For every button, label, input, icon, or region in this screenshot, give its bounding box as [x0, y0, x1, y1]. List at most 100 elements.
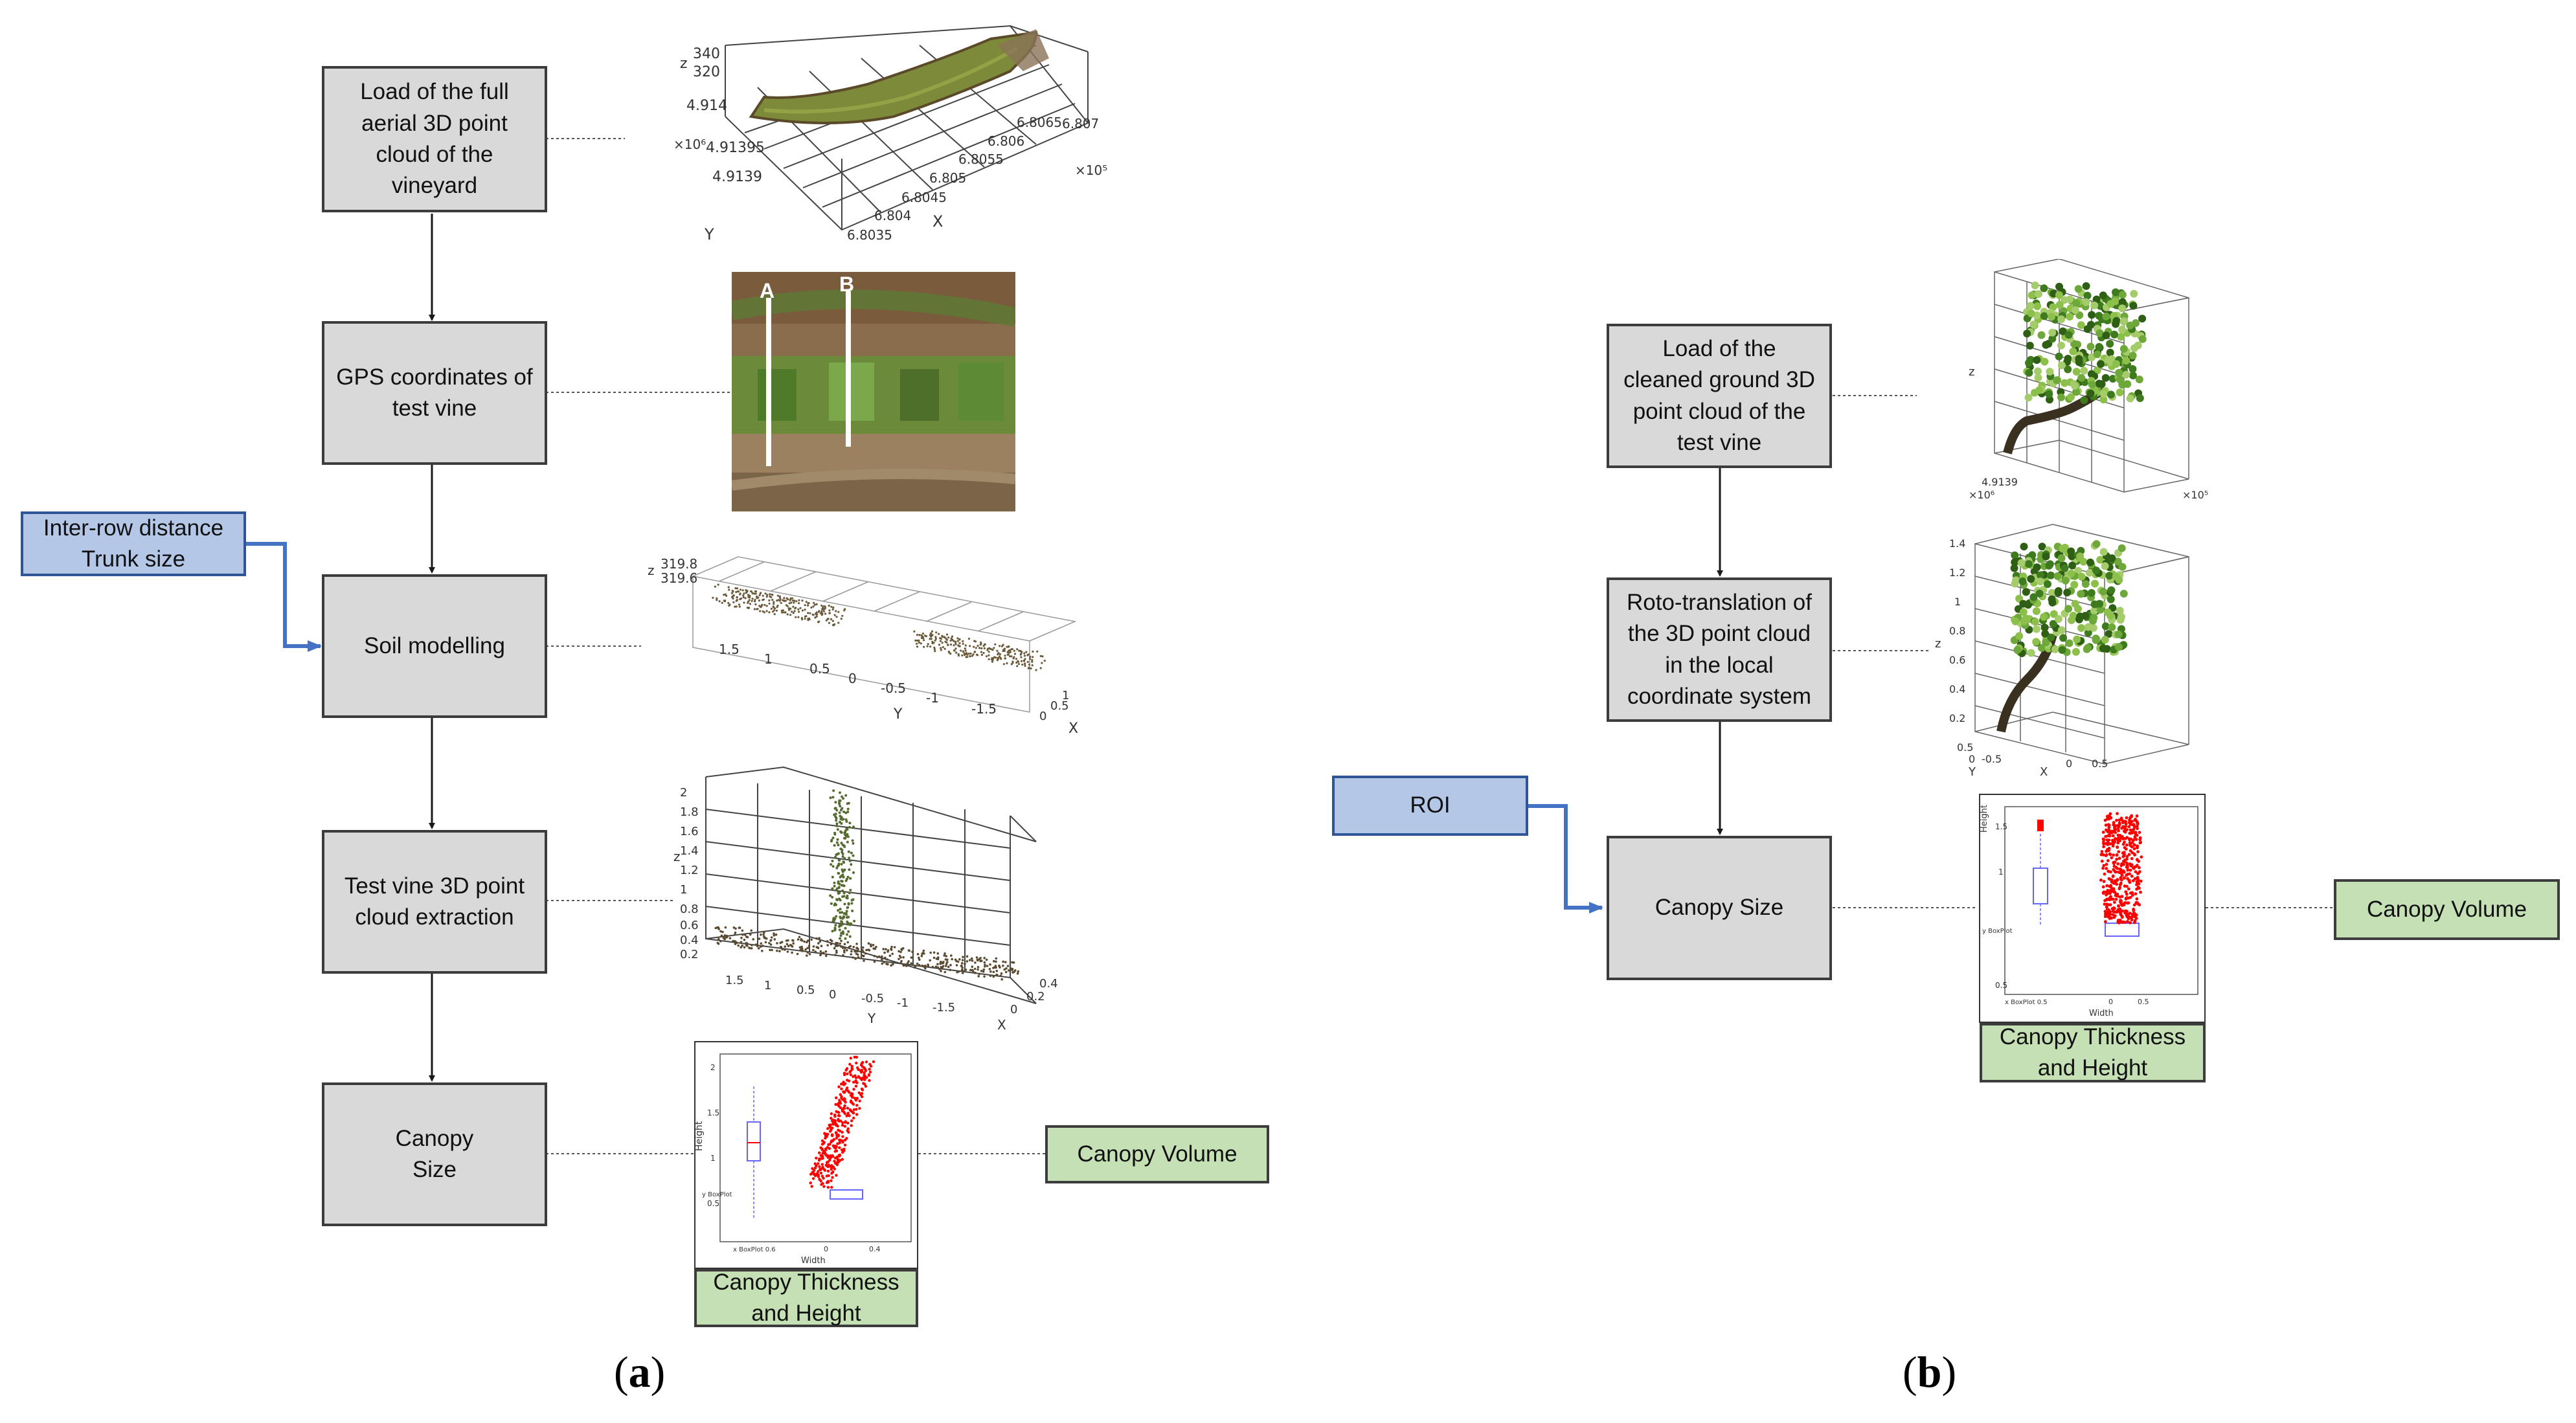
soil-point [783, 597, 785, 599]
leaf-b1-point [2074, 285, 2083, 293]
canopy-b-point [2124, 890, 2128, 893]
vine-point [842, 912, 846, 915]
canopy-a-point [839, 1106, 842, 1110]
soil-point [716, 597, 718, 599]
leaf-b2-point [2059, 634, 2068, 642]
canopy-b-point [2125, 857, 2129, 861]
ground-point [891, 952, 894, 956]
ground-point [979, 959, 982, 963]
ground-point [817, 942, 820, 945]
canopy-b-point [2130, 845, 2134, 848]
vine-point [839, 934, 842, 937]
soil-point [969, 655, 971, 658]
soil-point [939, 640, 942, 642]
canopy-b-point [2101, 891, 2105, 895]
canopy-a-point [849, 1057, 852, 1060]
canopy-b-point [2125, 864, 2129, 868]
leaf-b2-point [2040, 623, 2049, 632]
ground-point [890, 945, 893, 948]
vine-point [842, 869, 845, 873]
vine-point [835, 866, 839, 869]
leaf-b1-point [2129, 372, 2137, 379]
leaf-b1-point [2095, 342, 2103, 351]
leaf-b1-point [2126, 321, 2134, 330]
canopy-a-point [855, 1097, 859, 1100]
canopy-b-point [2131, 879, 2135, 882]
soil-point [822, 607, 824, 609]
ground-point [779, 941, 782, 945]
leaf-b1-point [2102, 331, 2110, 339]
canopy-a-point [821, 1182, 824, 1185]
ground-point [931, 965, 934, 969]
canopy-a-point [856, 1066, 859, 1070]
leaf-b1-point [2096, 329, 2104, 337]
leaf-b1-point [2136, 394, 2144, 402]
soil-point [1015, 661, 1018, 664]
canopy-a-point [872, 1060, 876, 1064]
leaf-b2-point [2042, 638, 2050, 647]
leaf-b2-point [2101, 622, 2110, 631]
canopy-a-point [843, 1097, 846, 1101]
figure-a-vineyard-3d-cloud: 340 320 z 4.914 4.91395 4.9139 ×10⁶ Y X … [673, 25, 1107, 243]
p2b-x-tick-0: 0 [2066, 757, 2072, 770]
vine-point [844, 912, 848, 915]
step-b-roto-translation: Roto-translation of the 3D point cloud i… [1607, 577, 1832, 722]
p3a-z-tick-4: 1.2 [680, 864, 699, 877]
soil-point [832, 624, 835, 627]
ground-point [995, 957, 998, 960]
ground-point [968, 959, 971, 961]
canopy-b-point [2102, 845, 2105, 849]
soil-point [776, 605, 779, 607]
ground-point [1005, 967, 1008, 970]
soil-point [950, 637, 953, 640]
soil-point [956, 640, 959, 642]
canopy-b-point [2103, 902, 2107, 906]
canopy-b-point [2112, 838, 2116, 842]
soil-point [953, 644, 955, 647]
canopy-b-point [2124, 847, 2128, 851]
leaf-b2-point [2011, 576, 2020, 585]
canopy-a-point [840, 1096, 843, 1099]
leaf-b1-point [2126, 394, 2134, 403]
ground-point [740, 936, 743, 939]
canopy-b-point [2106, 859, 2110, 862]
soil-point [962, 640, 964, 643]
input-a-inter-row-trunk: Inter-row distance Trunk size [21, 511, 246, 576]
canopy-b-point [2104, 835, 2108, 838]
soil-point [1021, 660, 1023, 662]
ground-point [810, 938, 813, 941]
ground-point [883, 951, 886, 954]
canopy-b-point [2132, 852, 2136, 856]
soil-point [827, 618, 830, 620]
soil-point [988, 658, 990, 660]
p3a-y-tick-1: 1 [764, 979, 771, 992]
soil-point [822, 608, 824, 611]
soil-point [759, 610, 762, 612]
soil-point [997, 652, 1000, 655]
canopy-b-point [2111, 874, 2115, 878]
p1a-y-tick-0: 4.914 [686, 98, 727, 114]
soil-point [938, 644, 941, 646]
canopy-b-point [2107, 823, 2110, 827]
canopy-a-point [831, 1134, 834, 1137]
ground-point [900, 948, 903, 951]
leaf-b2-point [2010, 564, 2018, 572]
vine-point [839, 911, 842, 914]
canopy-a-point [830, 1139, 833, 1143]
soil-point [830, 618, 833, 621]
soil-point [735, 590, 738, 594]
canopy-a-point [855, 1113, 859, 1116]
ground-point [1006, 965, 1010, 967]
canopy-b-point [2111, 880, 2115, 884]
canopy-b-point [2116, 878, 2119, 882]
leaf-b1-point [2095, 311, 2103, 320]
soil-point [945, 633, 949, 636]
leaf-b2-point [2035, 589, 2044, 598]
leaf-b2-point [2059, 544, 2067, 553]
canopy-a-point [839, 1093, 842, 1096]
soil-point [833, 614, 836, 616]
canopy-a-point [820, 1139, 824, 1143]
ground-point [1011, 971, 1014, 974]
p1a-x-tick-2: 6.8045 [901, 190, 947, 205]
canopy-a-point [826, 1160, 830, 1163]
